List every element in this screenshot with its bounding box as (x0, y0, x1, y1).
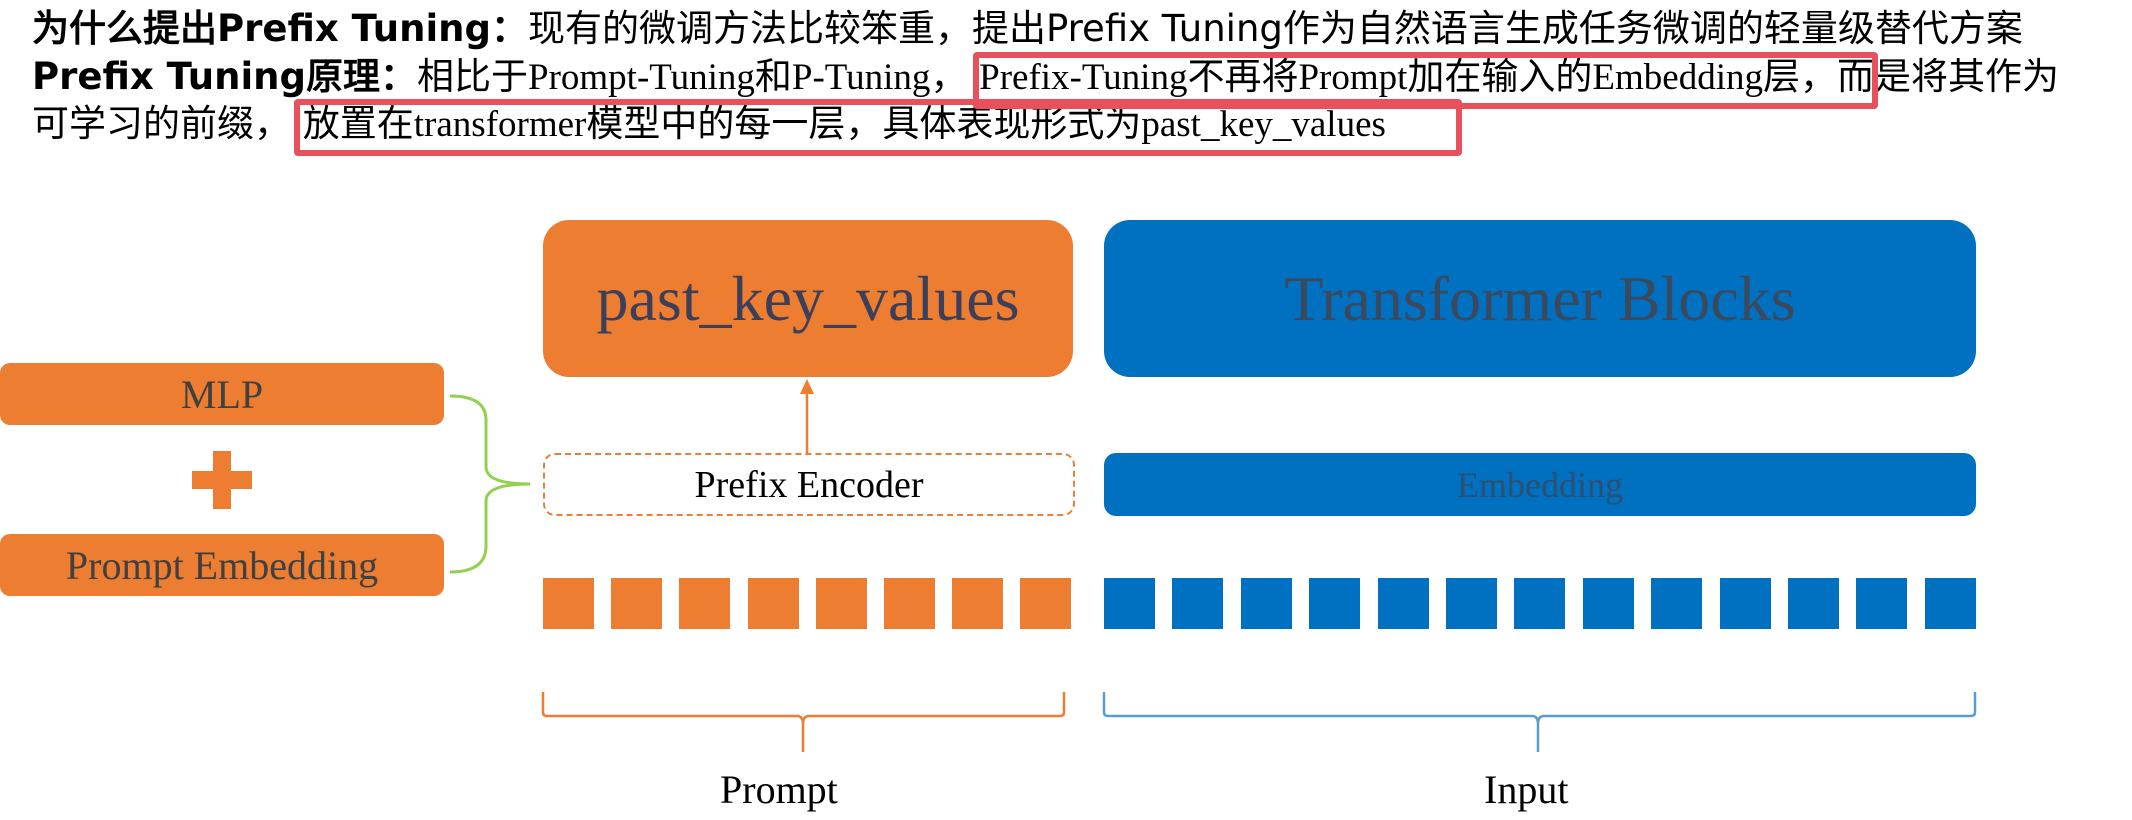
line1-heading: 为什么提出Prefix Tuning： (32, 7, 528, 50)
line2-highlight-a: Prefix-Tuning (979, 57, 1188, 98)
transformer-blocks-block: Transformer Blocks (1104, 220, 1976, 377)
line3-highlight-b: transformer (413, 104, 587, 145)
input-token (1446, 578, 1497, 629)
plus-icon (192, 451, 252, 509)
input-token (1172, 578, 1224, 629)
arrow-up-icon (800, 379, 814, 453)
prompt-label: Prompt (720, 767, 838, 812)
input-token (1788, 578, 1839, 629)
input-token (1514, 578, 1566, 629)
prompt-token (815, 578, 867, 629)
input-token (1924, 578, 1976, 629)
embedding-block: Embedding (1104, 453, 1976, 516)
line3-text-a: 可学习的前缀， (32, 102, 291, 145)
mlp-label: MLP (180, 371, 264, 417)
prompt-brace (541, 692, 1066, 752)
line2-highlight-b: 不再将 (1187, 55, 1299, 98)
line2-highlight-e: Embedding (1592, 57, 1764, 98)
line2-text-d: P-Tuning (791, 57, 931, 98)
prompt-token (884, 578, 935, 629)
line2-highlight-c: Prompt (1298, 57, 1408, 98)
prompt-token (611, 578, 663, 629)
line2-highlight-d: 加在输入的 (1407, 55, 1593, 98)
transformer-blocks-label: Transformer Blocks (1284, 262, 1796, 334)
prompt-token (1020, 578, 1072, 629)
prompt-token (543, 578, 594, 629)
embedding-label: Embedding (1457, 464, 1623, 505)
prompt-token (952, 578, 1004, 629)
line3-highlight-a: 放置在 (302, 102, 414, 145)
input-token (1240, 578, 1292, 629)
line2-text-c: 和 (754, 55, 792, 98)
mlp-block: MLP (0, 363, 444, 425)
prefix-encoder-label: Prefix Encoder (694, 463, 924, 506)
input-token (1856, 578, 1908, 629)
prompt-embedding-label: Prompt Embedding (65, 542, 379, 588)
input-token (1309, 578, 1361, 629)
prompt-embedding-block: Prompt Embedding (0, 534, 444, 596)
header-line-1: 为什么提出Prefix Tuning：现有的微调方法比较笨重，提出Prefix … (32, 6, 2023, 52)
prompt-token (747, 578, 799, 629)
line2-heading: Prefix Tuning原理： (32, 55, 417, 98)
line3-highlight-d: past_key_values (1141, 104, 1386, 145)
input-token (1719, 578, 1771, 629)
prefix-encoder-block: Prefix Encoder (543, 453, 1075, 516)
input-token (1104, 578, 1155, 629)
past-key-values-block: past_key_values (543, 220, 1073, 377)
line2-text-e: ， (930, 55, 968, 98)
past-key-values-label: past_key_values (596, 262, 1020, 334)
line1-text: 现有的微调方法比较笨重，提出Prefix Tuning作为自然语言生成任务微调的… (528, 7, 2023, 50)
line2-highlight-f: 层 (1763, 55, 1801, 98)
header-line-2: Prefix Tuning原理：相比于Prompt-Tuning和P-Tunin… (32, 54, 2059, 101)
input-brace (1102, 692, 1977, 752)
line2-text-a: 相比于 (417, 55, 528, 98)
line2-tail: ，而是将其作为 (1800, 55, 2060, 98)
prompt-token (679, 578, 731, 629)
input-token (1651, 578, 1703, 629)
input-token (1582, 578, 1634, 629)
line2-text-b: Prompt-Tuning (528, 57, 755, 98)
input-token (1377, 578, 1429, 629)
header-line-3: 可学习的前缀， 放置在transformer模型中的每一层，具体表现形式为pas… (32, 101, 1386, 148)
green-bracket (449, 394, 531, 574)
line3-highlight-c: 模型中的每一层，具体表现形式为 (586, 102, 1142, 145)
input-label: Input (1484, 767, 1569, 812)
highlight-box-2 (294, 99, 1462, 156)
highlight-box-1 (973, 52, 1878, 109)
